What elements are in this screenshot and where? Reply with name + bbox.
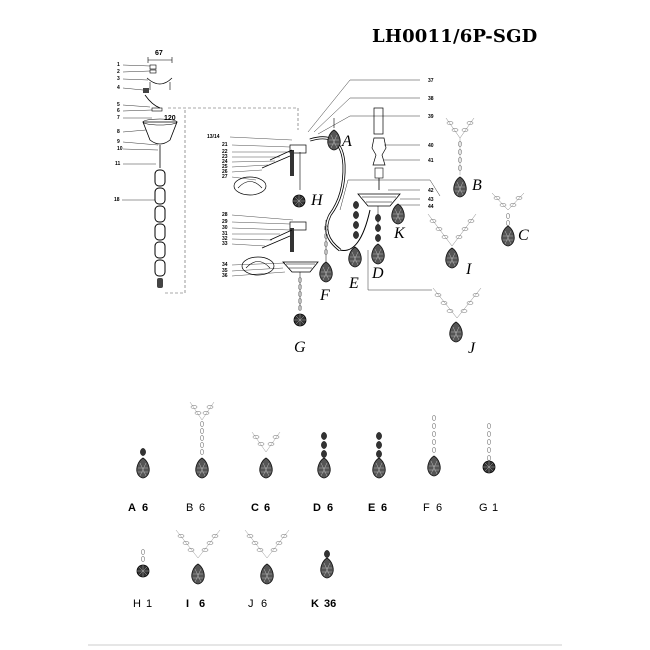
svg-text:40: 40 <box>428 143 434 149</box>
svg-text:21: 21 <box>222 142 228 148</box>
right-leader-lines <box>307 79 441 291</box>
svg-text:3: 3 <box>117 76 120 82</box>
mid-part-labels: 13/14 21 22 23 24 25 26 27 28 29 30 31 3… <box>207 134 294 279</box>
svg-text:29: 29 <box>222 219 228 225</box>
svg-text:G: G <box>294 339 306 356</box>
svg-text:36: 36 <box>222 273 228 279</box>
svg-text:67: 67 <box>155 50 163 57</box>
svg-text:13/14: 13/14 <box>207 134 220 140</box>
s-arm <box>309 118 371 283</box>
svg-text:36: 36 <box>324 598 336 610</box>
svg-text:C: C <box>251 502 259 514</box>
svg-text:34: 34 <box>222 262 228 268</box>
legend-pendants-row-1 <box>136 401 496 479</box>
svg-text:9: 9 <box>117 139 120 145</box>
svg-text:120: 120 <box>164 115 176 122</box>
svg-text:1: 1 <box>146 598 152 610</box>
right-part-labels: 37 38 39 40 41 42 43 44 <box>428 78 434 210</box>
svg-text:H: H <box>133 598 141 610</box>
svg-text:26: 26 <box>222 169 228 175</box>
svg-text:E: E <box>368 502 375 514</box>
svg-text:35: 35 <box>222 268 228 274</box>
svg-text:25: 25 <box>222 164 228 170</box>
svg-text:32: 32 <box>222 236 228 242</box>
legend-pendants-row-2 <box>136 529 334 585</box>
svg-text:E: E <box>348 275 359 292</box>
svg-text:C: C <box>518 227 529 244</box>
svg-text:6: 6 <box>327 502 333 514</box>
svg-text:I: I <box>186 598 189 610</box>
svg-text:6: 6 <box>264 502 270 514</box>
left-part-labels: 1 2 3 4 5 6 7 8 9 10 11 18 <box>114 50 176 203</box>
necklace-j <box>432 287 482 343</box>
svg-text:F: F <box>319 287 330 304</box>
svg-text:G: G <box>479 502 488 514</box>
model-title: LH0011/6P-SGD <box>372 26 538 47</box>
svg-text:28: 28 <box>222 212 228 218</box>
svg-text:23: 23 <box>222 154 228 160</box>
svg-text:2: 2 <box>117 69 120 75</box>
svg-text:18: 18 <box>114 197 120 203</box>
svg-text:K: K <box>311 598 319 610</box>
svg-text:10: 10 <box>117 146 123 152</box>
svg-text:41: 41 <box>428 158 434 164</box>
svg-text:43: 43 <box>428 197 434 203</box>
svg-text:6: 6 <box>199 502 205 514</box>
svg-text:1: 1 <box>492 502 498 514</box>
svg-text:B: B <box>472 177 482 194</box>
svg-text:38: 38 <box>428 96 434 102</box>
svg-text:33: 33 <box>222 241 228 247</box>
svg-text:11: 11 <box>115 161 121 167</box>
svg-text:F: F <box>423 502 430 514</box>
svg-text:H: H <box>310 192 324 209</box>
svg-text:39: 39 <box>428 114 434 120</box>
svg-text:4: 4 <box>117 85 120 91</box>
arm-assembly-upper <box>233 144 307 208</box>
canopy-assembly <box>142 57 299 294</box>
svg-text:7: 7 <box>117 115 120 121</box>
svg-text:6: 6 <box>436 502 442 514</box>
necklace-b <box>445 117 475 198</box>
svg-text:22: 22 <box>222 149 228 155</box>
svg-text:8: 8 <box>117 129 120 135</box>
chain <box>154 169 166 288</box>
svg-text:A: A <box>128 502 136 514</box>
svg-text:I: I <box>465 261 472 278</box>
svg-text:1: 1 <box>117 62 120 68</box>
svg-text:6: 6 <box>117 108 120 114</box>
svg-text:J: J <box>248 598 254 610</box>
svg-text:B: B <box>186 502 193 514</box>
svg-text:6: 6 <box>142 502 148 514</box>
arm-assembly-lower <box>241 221 319 327</box>
svg-text:37: 37 <box>428 78 434 84</box>
svg-text:D: D <box>371 265 384 282</box>
svg-text:6: 6 <box>381 502 387 514</box>
svg-text:5: 5 <box>117 102 120 108</box>
svg-text:24: 24 <box>222 159 228 165</box>
svg-text:6: 6 <box>261 598 267 610</box>
svg-text:42: 42 <box>428 188 434 194</box>
svg-text:31: 31 <box>222 231 228 237</box>
svg-text:27: 27 <box>222 174 228 180</box>
svg-text:30: 30 <box>222 225 228 231</box>
necklace-i <box>427 213 477 269</box>
svg-text:K: K <box>393 225 406 242</box>
svg-text:44: 44 <box>428 204 434 210</box>
necklace-c <box>491 192 525 247</box>
svg-text:D: D <box>313 502 321 514</box>
svg-text:J: J <box>468 340 476 357</box>
svg-text:A: A <box>341 133 352 150</box>
svg-text:6: 6 <box>199 598 205 610</box>
candle-column <box>348 107 405 268</box>
assembly-letters: A B C D E F G H I J K <box>294 133 529 357</box>
